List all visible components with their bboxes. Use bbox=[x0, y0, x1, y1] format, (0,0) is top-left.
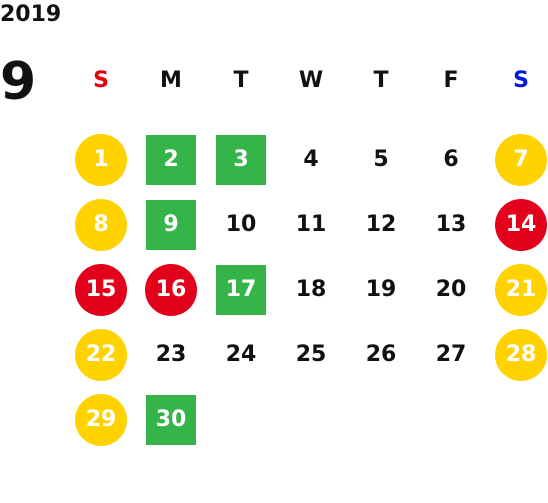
calendar-cell: 29 bbox=[66, 387, 136, 452]
calendar-day-24: 24 bbox=[225, 342, 257, 367]
calendar-day-5: 5 bbox=[373, 147, 389, 172]
calendar-day-18: 18 bbox=[295, 277, 327, 302]
weekday-header-sunday: S bbox=[93, 67, 109, 93]
calendar-cell: 7 bbox=[486, 127, 548, 192]
calendar-cell: 3 bbox=[206, 127, 276, 192]
calendar-day-28: 28 bbox=[495, 328, 547, 381]
calendar-day-23: 23 bbox=[155, 342, 187, 367]
calendar-day-12: 12 bbox=[365, 212, 397, 237]
calendar-day-17: 17 bbox=[216, 264, 266, 315]
calendar-cell: 13 bbox=[416, 192, 486, 257]
weekday-header-saturday: S bbox=[513, 67, 529, 93]
calendar-cell: 21 bbox=[486, 257, 548, 322]
calendar-day-3: 3 bbox=[216, 134, 266, 185]
calendar-cell bbox=[276, 387, 346, 452]
calendar-cell: 17 bbox=[206, 257, 276, 322]
calendar-cell: 11 bbox=[276, 192, 346, 257]
calendar-day-11: 11 bbox=[295, 212, 327, 237]
calendar-cell: 24 bbox=[206, 322, 276, 387]
calendar-day-13: 13 bbox=[435, 212, 467, 237]
calendar-cell: 20 bbox=[416, 257, 486, 322]
calendar-cell: 15 bbox=[66, 257, 136, 322]
calendar-cell: 28 bbox=[486, 322, 548, 387]
calendar-day-19: 19 bbox=[365, 277, 397, 302]
weekday-header-wednesday: W bbox=[298, 67, 324, 93]
calendar-cell bbox=[486, 387, 548, 452]
calendar-day-9: 9 bbox=[146, 199, 196, 250]
calendar-cell: 8 bbox=[66, 192, 136, 257]
calendar-day-15: 15 bbox=[75, 263, 127, 316]
calendar-month: 9 bbox=[0, 52, 37, 112]
calendar-day-4: 4 bbox=[303, 147, 319, 172]
calendar-cell bbox=[206, 387, 276, 452]
calendar-cell: 16 bbox=[136, 257, 206, 322]
calendar-cell: 30 bbox=[136, 387, 206, 452]
calendar-day-16: 16 bbox=[145, 263, 197, 316]
calendar-day-14: 14 bbox=[495, 198, 547, 251]
calendar-day-20: 20 bbox=[435, 277, 467, 302]
calendar-cell: 4 bbox=[276, 127, 346, 192]
calendar-year: 2019 bbox=[0, 2, 62, 27]
calendar-day-6: 6 bbox=[443, 147, 459, 172]
calendar-day-8: 8 bbox=[75, 198, 127, 251]
calendar-cell: 27 bbox=[416, 322, 486, 387]
calendar-cell: 2 bbox=[136, 127, 206, 192]
calendar-day-26: 26 bbox=[365, 342, 397, 367]
calendar-cell: 23 bbox=[136, 322, 206, 387]
calendar-cell bbox=[346, 387, 416, 452]
weekday-header-tuesday: T bbox=[233, 67, 249, 93]
calendar-day-25: 25 bbox=[295, 342, 327, 367]
calendar-cell: 22 bbox=[66, 322, 136, 387]
calendar-day-2: 2 bbox=[146, 134, 196, 185]
calendar-cell: 25 bbox=[276, 322, 346, 387]
calendar-day-7: 7 bbox=[495, 133, 547, 186]
calendar-cell: 1 bbox=[66, 127, 136, 192]
calendar-cell: 6 bbox=[416, 127, 486, 192]
calendar-day-10: 10 bbox=[225, 212, 257, 237]
calendar-cell: 9 bbox=[136, 192, 206, 257]
calendar-day-21: 21 bbox=[495, 263, 547, 316]
calendar-cell: 14 bbox=[486, 192, 548, 257]
calendar-day-27: 27 bbox=[435, 342, 467, 367]
calendar-day-29: 29 bbox=[75, 393, 127, 446]
calendar-day-22: 22 bbox=[75, 328, 127, 381]
calendar-cell: 12 bbox=[346, 192, 416, 257]
calendar-cell: 19 bbox=[346, 257, 416, 322]
calendar-cell bbox=[416, 387, 486, 452]
calendar-cell: 26 bbox=[346, 322, 416, 387]
calendar-day-1: 1 bbox=[75, 133, 127, 186]
calendar-cell: 18 bbox=[276, 257, 346, 322]
weekday-header-monday: M bbox=[160, 67, 182, 93]
calendar-day-30: 30 bbox=[146, 394, 196, 445]
weekday-header-thursday: T bbox=[373, 67, 389, 93]
weekday-header-friday: F bbox=[443, 67, 459, 93]
calendar-cell: 5 bbox=[346, 127, 416, 192]
calendar-cell: 10 bbox=[206, 192, 276, 257]
